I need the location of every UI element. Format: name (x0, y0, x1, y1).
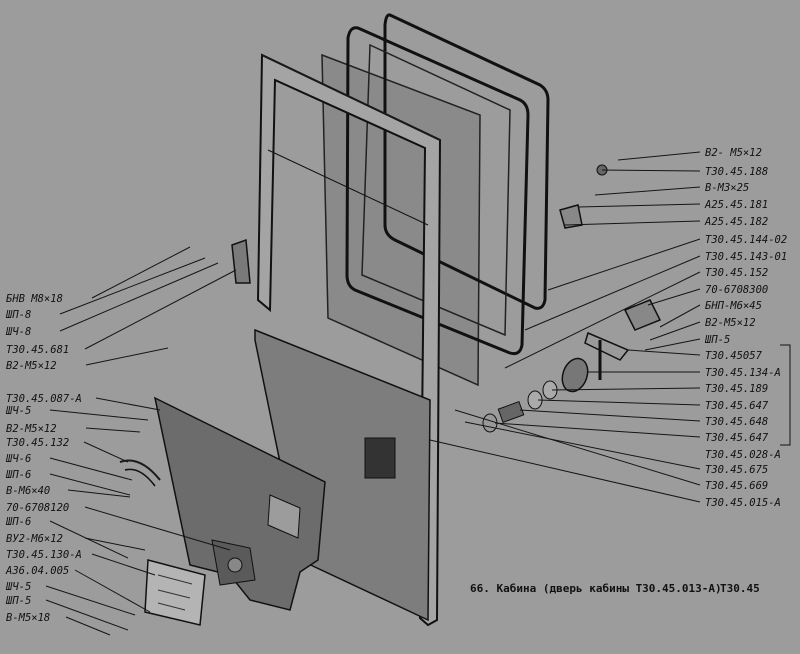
label-left: ШЧ-8 (5, 326, 31, 338)
label-left: Т30.45.132 (6, 437, 69, 449)
label-left: ШЧ-5 (5, 405, 31, 417)
caption-code: Т30.45 (720, 582, 760, 595)
label-right: В2- М5×12 (705, 147, 762, 159)
caption-title: 66. Кабина (дверь кабины Т30.45.013-А) (470, 582, 722, 595)
label-right: А25.45.182 (704, 216, 768, 228)
lock-cover-plate (144, 559, 206, 626)
window-glass (321, 53, 481, 387)
label-right: А25.45.181 (704, 199, 768, 211)
label-left: А36.04.005 (5, 565, 69, 577)
hinge-bracket (623, 299, 662, 331)
label-left: В2-М5×12 (6, 423, 57, 435)
label-left: Т30.45.087-А (6, 393, 82, 405)
label-left: ВУ2-М6×12 (6, 533, 63, 545)
label-right: Т30.45.144-02 (705, 234, 787, 246)
label-left: 70-6708120 (6, 502, 69, 514)
label-right: Т30.45.015-А (705, 497, 781, 509)
label-right: Т30.45057 (705, 350, 763, 362)
label-right: Т30.45.669 (705, 480, 768, 492)
label-left: ШП-6 (5, 516, 31, 528)
label-right: В2-М5×12 (705, 317, 756, 329)
label-right: Т30.45.648 (705, 416, 768, 428)
label-right: Т30.45.152 (705, 267, 768, 279)
label-left: В-М5×18 (6, 612, 50, 624)
label-left: В-М6×40 (6, 485, 50, 497)
small-bracket-left (231, 238, 251, 284)
lock-escutcheon (561, 357, 589, 393)
leader-lines-right (429, 151, 791, 503)
label-left: ШП-5 (5, 595, 31, 607)
label-right: 70-6708300 (705, 284, 768, 296)
small-bracket-right (559, 164, 608, 229)
label-left: ШЧ-5 (5, 581, 31, 593)
label-right: В-М3×25 (705, 182, 749, 194)
label-right: Т30.45.647 (705, 400, 769, 412)
window-frame (345, 26, 530, 356)
label-right: Т30.45.188 (705, 166, 768, 178)
label-right: ШП-5 (704, 334, 730, 346)
outer-handle (584, 331, 630, 380)
labels-right: В2- М5×12 Т30.45.188 В-М3×25 А25.45.181 … (704, 147, 787, 509)
label-right: Т30.45.143-01 (705, 251, 787, 263)
label-left: БНВ М8×18 (6, 293, 63, 305)
label-left: ШП-6 (5, 469, 31, 481)
label-right: Т30.45.134-А (705, 367, 781, 379)
leader-lines-left (45, 246, 237, 636)
label-right: Т30.45.647 (705, 432, 769, 444)
label-right: Т30.45.675 (705, 464, 768, 476)
label-left: В2-М5×12 (6, 360, 57, 372)
label-left: Т30.45.130-А (6, 549, 82, 561)
labels-left: БНВ М8×18 ШП-8 ШЧ-8 Т30.45.681 В2-М5×12 … (5, 293, 82, 624)
caption: 66. Кабина (дверь кабины Т30.45.013-А) Т… (470, 582, 760, 595)
inner-handle (119, 459, 161, 487)
label-left: Т30.45.681 (6, 344, 69, 356)
label-left: ШП-8 (5, 309, 31, 321)
label-right: БНП-М6×45 (705, 300, 762, 312)
label-right: Т30.45.028-А (705, 449, 781, 461)
inner-trim-panel (153, 396, 326, 611)
lock-mechanism (211, 539, 256, 586)
label-right: Т30.45.189 (705, 383, 768, 395)
label-left: ШЧ-6 (5, 453, 31, 465)
window-seal-outer (383, 13, 550, 310)
